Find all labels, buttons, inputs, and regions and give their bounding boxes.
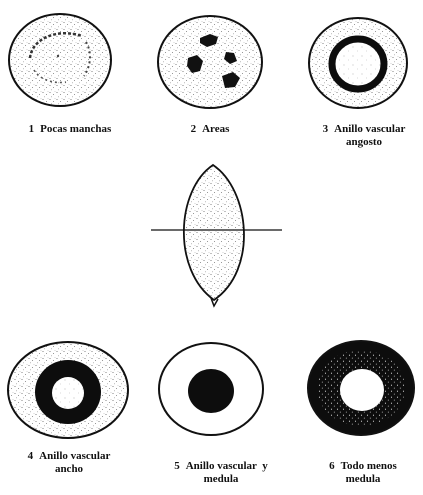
caption-5-line-2: medula	[150, 473, 292, 486]
caption-5-number: 5	[174, 460, 180, 472]
caption-2: 2 Areas	[150, 123, 270, 136]
caption-5-line-1: Anillo vascular y	[186, 460, 268, 472]
caption-2-line-1: Areas	[202, 123, 229, 135]
caption-2-number: 2	[191, 123, 197, 135]
caption-3: 3 Anillo vascular angosto	[305, 123, 423, 149]
caption-1-number: 1	[29, 123, 35, 135]
narrow-ring-icon	[309, 18, 407, 108]
caption-6-line-2: medula	[311, 473, 415, 486]
caption-4-line-2: ancho	[8, 463, 130, 476]
sparse-spots-icon	[9, 14, 111, 106]
caption-4-number: 4	[28, 450, 34, 462]
caption-6-line-1: Todo menos	[341, 460, 397, 472]
caption-3-line-1: Anillo vascular	[334, 123, 405, 135]
caption-4-line-1: Anillo vascular	[39, 450, 110, 462]
caption-6-number: 6	[329, 460, 335, 472]
caption-3-number: 3	[323, 123, 329, 135]
all-but-pith-icon	[308, 341, 414, 435]
wide-ring-icon	[8, 342, 128, 438]
caption-5: 5 Anillo vascular y medula	[150, 460, 292, 486]
caption-1-line-1: Pocas manchas	[40, 123, 111, 135]
dark-areas-icon	[158, 16, 262, 108]
tuber-cut-line-icon	[151, 165, 282, 306]
caption-4: 4 Anillo vascular ancho	[8, 450, 130, 476]
caption-3-line-2: angosto	[305, 136, 423, 149]
caption-6: 6 Todo menos medula	[311, 460, 415, 486]
caption-1: 1 Pocas manchas	[10, 123, 130, 136]
ring-and-pith-icon	[159, 343, 263, 435]
